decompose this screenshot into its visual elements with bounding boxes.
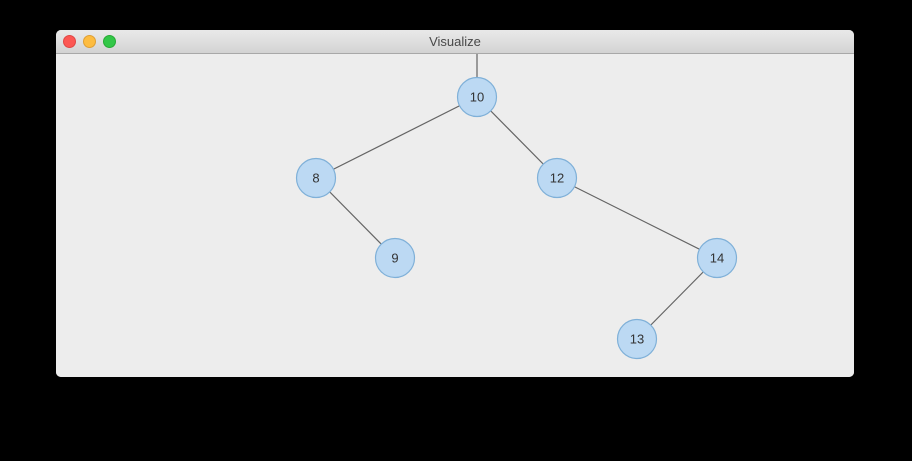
tree-node-circle-8 bbox=[295, 157, 337, 199]
tree-node-label-8: 8 bbox=[312, 171, 319, 186]
tree-node-circle-10 bbox=[456, 76, 498, 118]
tree-node-label-13: 13 bbox=[630, 332, 644, 347]
tree-node-13: 13 bbox=[616, 318, 658, 360]
tree-canvas: 10 8 12 9 14 13 bbox=[56, 54, 854, 377]
tree-edge-10-8 bbox=[315, 96, 478, 179]
tree-node-12: 12 bbox=[536, 157, 578, 199]
tree-node-label-9: 9 bbox=[391, 251, 398, 266]
tree-edge-12-14 bbox=[556, 177, 718, 259]
tree-node-14: 14 bbox=[696, 237, 738, 279]
tree-node-label-14: 14 bbox=[710, 251, 724, 266]
window-titlebar[interactable]: Visualize bbox=[56, 30, 854, 54]
minimize-button[interactable] bbox=[83, 35, 96, 48]
tree-node-label-10: 10 bbox=[470, 90, 484, 105]
tree-node-circle-13 bbox=[616, 318, 658, 360]
zoom-button[interactable] bbox=[103, 35, 116, 48]
tree-node-8: 8 bbox=[295, 157, 337, 199]
binary-tree-svg: 10 8 12 9 14 13 bbox=[295, 54, 738, 360]
tree-node-circle-14 bbox=[696, 237, 738, 279]
close-button[interactable] bbox=[63, 35, 76, 48]
visualize-window: Visualize 10 8 12 9 14 13 bbox=[56, 30, 854, 377]
tree-node-circle-9 bbox=[374, 237, 416, 279]
tree-node-circle-12 bbox=[536, 157, 578, 199]
traffic-lights bbox=[63, 35, 116, 48]
tree-node-10: 10 bbox=[456, 76, 498, 118]
tree-node-label-12: 12 bbox=[550, 171, 564, 186]
window-title: Visualize bbox=[429, 34, 481, 49]
tree-node-9: 9 bbox=[374, 237, 416, 279]
